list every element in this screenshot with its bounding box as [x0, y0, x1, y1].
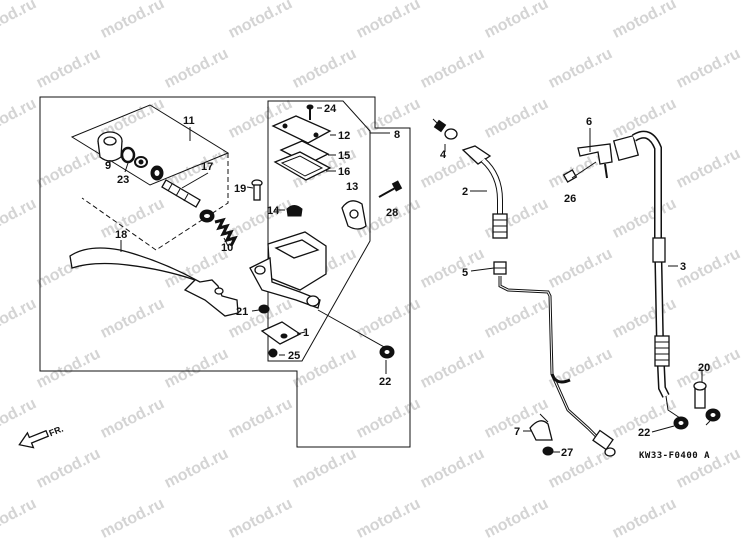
- pivot-bolt-19: [251, 179, 263, 201]
- bolt-28: [378, 180, 403, 198]
- callout-19: 19: [234, 183, 246, 195]
- hose-fitting-lower: [652, 237, 670, 367]
- callout-4: 4: [440, 149, 447, 161]
- brake-lever: [69, 247, 239, 317]
- pipe-clamp-band: [550, 373, 571, 384]
- callout-22-upper: 22: [379, 376, 391, 388]
- piston-17: [161, 179, 201, 208]
- brake-hose-2: [461, 145, 508, 239]
- callout-12: 12: [338, 130, 350, 142]
- callout-23: 23: [117, 174, 129, 186]
- callout-22-lower: 22: [638, 427, 650, 439]
- callout-15: 15: [338, 150, 350, 162]
- callout-14: 14: [267, 205, 280, 217]
- callout-18: 18: [115, 229, 127, 241]
- master-cylinder-group-outline: [39, 96, 411, 448]
- reservoir-cap: [271, 115, 332, 144]
- callout-28: 28: [386, 207, 398, 219]
- screw-24: [306, 104, 314, 120]
- spring-10: [214, 217, 238, 247]
- callout-5: 5: [462, 267, 468, 279]
- callout-21: 21: [236, 306, 248, 318]
- hose-joint-6: [577, 134, 640, 179]
- bolt-21: [258, 304, 270, 314]
- piston-kit-group-outline: [70, 104, 230, 186]
- callout-3: 3: [680, 261, 686, 273]
- rubber-cap-14: [286, 205, 303, 217]
- sealing-washers-22: [673, 408, 721, 430]
- callout-17: 17: [201, 161, 213, 173]
- oil-bolt-20: [693, 381, 707, 409]
- reservoir-group-outline: [267, 100, 371, 362]
- direction-label: FR.: [47, 424, 64, 439]
- callout-25: 25: [288, 350, 300, 362]
- brake-pipe: [498, 276, 604, 444]
- mirror-holder: [341, 200, 367, 230]
- callout-10: 10: [221, 242, 233, 254]
- washer: [134, 156, 148, 168]
- diaphragm: [273, 151, 332, 181]
- holder-bracket-1: [260, 321, 302, 345]
- callout-1: 1: [303, 327, 309, 339]
- oil-bolt-4: [432, 118, 458, 140]
- callout-8: 8: [394, 129, 400, 141]
- grommet-5: [493, 261, 507, 275]
- callout-24: 24: [324, 103, 337, 115]
- callout-6: 6: [586, 116, 592, 128]
- diagram-code: KW33-F0400 A: [639, 451, 710, 461]
- bolt-26: [562, 169, 578, 183]
- callout-2: 2: [462, 186, 468, 198]
- callout-11: 11: [183, 115, 195, 127]
- callout-26: 26: [564, 193, 576, 205]
- callout-7: 7: [514, 426, 520, 438]
- piston-kit-dashed-outline: [81, 153, 229, 251]
- callout-13: 13: [346, 181, 358, 193]
- pipe-flare-nut: [592, 429, 616, 457]
- bolt-25: [268, 348, 278, 358]
- leader-26: [571, 161, 597, 179]
- callout-9: 9: [105, 160, 111, 172]
- cup-seal: [199, 209, 215, 223]
- hose-3-end: [665, 395, 681, 419]
- leader-lines: [109, 107, 711, 453]
- master-cylinder-body: [249, 231, 327, 309]
- front-direction-arrow: FR.: [18, 424, 65, 449]
- callout-16: 16: [338, 166, 350, 178]
- circlip-23: [120, 146, 136, 164]
- bolt-27: [542, 446, 554, 456]
- piston-boot: [97, 131, 123, 162]
- pipe-clamp-7: [529, 413, 553, 441]
- lever-pivot-hole: [214, 287, 224, 295]
- seal-ring: [150, 165, 164, 181]
- callout-20: 20: [698, 362, 710, 374]
- leader-body-to-washer: [317, 309, 387, 349]
- callout-27: 27: [561, 447, 573, 459]
